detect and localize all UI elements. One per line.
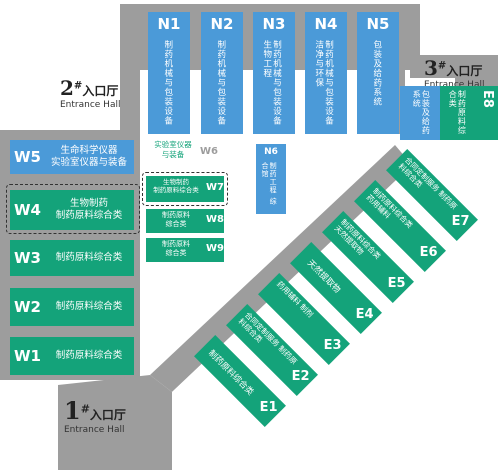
hall-w8[interactable]: 制药原料 综合类 W8	[146, 209, 224, 233]
hall-w3-label: 制药原料综合类	[55, 252, 123, 263]
hall-e8-label-2: 制药原料综合类	[448, 90, 467, 135]
hall-w1[interactable]: W1 制药原料综合类	[10, 337, 134, 375]
hall-w3[interactable]: W3 制药原料综合类	[10, 240, 134, 276]
hall-w5-label: 生命科学仪器 实验室仪器与装备	[50, 145, 127, 168]
hall-e6-code: E6	[419, 244, 438, 260]
hall-e5-code: E5	[387, 275, 406, 291]
hall-w6-code: W6	[200, 146, 218, 157]
entrance-1-number: 1	[64, 396, 81, 425]
hall-w7[interactable]: 生物制药 制药原料综合类 W7	[146, 176, 224, 202]
entrance-1-en: Entrance Hall	[64, 425, 125, 435]
hall-w4-outline	[6, 184, 140, 234]
hall-w6[interactable]: 实验室仪器 与装备 W6	[148, 140, 224, 168]
hall-e1-code: E1	[259, 399, 278, 415]
hall-n5[interactable]: N5 包装及给药系统	[357, 12, 399, 134]
hall-n4-code: N4	[314, 15, 338, 33]
entrance-1-cn: 入口厅	[89, 408, 126, 422]
hall-w4-label: 生物制药 制药原料综合类	[55, 198, 123, 221]
entrance-2-number: 2	[60, 76, 74, 100]
hall-w7-code: W7	[206, 182, 224, 193]
hall-e3-code: E3	[323, 337, 342, 353]
hall-n3-label: 制药机械与包装设备 生物工程	[261, 40, 282, 126]
hall-w2-code: W2	[14, 298, 41, 316]
hall-n1[interactable]: N1 制药机械与包装设备	[148, 12, 190, 134]
hall-w2-label: 制药原料综合类	[55, 301, 123, 312]
hall-w9-code: W9	[206, 243, 224, 254]
hall-n2[interactable]: N2 制药机械与包装设备	[201, 12, 243, 134]
hall-w1-label: 制药原料综合类	[55, 350, 123, 361]
entrance-1-block	[58, 375, 172, 470]
hall-n3[interactable]: N3 制药机械与包装设备 生物工程	[253, 12, 295, 134]
entrance-3-label: 3#入口厅 Entrance Hall	[424, 56, 500, 90]
hall-e7-code: E7	[451, 213, 470, 229]
hall-n2-code: N2	[210, 15, 234, 33]
hall-n5-code: N5	[366, 15, 390, 33]
hall-w4-code: W4	[14, 201, 41, 219]
hall-w7-outline	[142, 172, 228, 206]
entrance-2-label: 2#入口厅 Entrance Hall	[60, 76, 150, 110]
east-corridor	[150, 145, 412, 392]
entrance-3-number: 3	[424, 56, 438, 80]
hall-w7-label: 生物制药 制药原料综合类	[153, 178, 199, 195]
entrance-1-label: 1#入口厅 Entrance Hall	[64, 396, 164, 435]
hall-w9-label: 制药原料 综合类	[162, 240, 190, 258]
hall-n4-label: 制药机械与包装设备 洁净与环保	[313, 40, 334, 126]
hall-w1-code: W1	[14, 347, 41, 365]
hall-e2-code: E2	[291, 368, 310, 384]
hall-n2-label: 制药机械与包装设备	[215, 40, 226, 126]
hall-w8-label: 制药原料 综合类	[162, 211, 190, 229]
hall-n4[interactable]: N4 制药机械与包装设备 洁净与环保	[305, 12, 347, 134]
hall-w3-code: W3	[14, 249, 41, 267]
entrance-2-en: Entrance Hall	[60, 100, 121, 110]
hall-n6-code: N6	[264, 147, 278, 157]
hall-w6-label: 实验室仪器 与装备	[154, 140, 192, 159]
hall-n6-label: 制药工程 综合馆	[261, 162, 278, 206]
hall-w8-code: W8	[206, 214, 224, 225]
hall-e8-code: E8	[480, 90, 495, 108]
hall-n5-label: 包装及给药系统	[371, 40, 382, 107]
hall-e8-blue[interactable]: 包装及给药系统	[400, 86, 440, 140]
hall-w9[interactable]: 制药原料 综合类 W9	[146, 238, 224, 262]
hall-n1-label: 制药机械与包装设备	[162, 40, 173, 126]
hall-n3-code: N3	[262, 15, 286, 33]
hall-w2[interactable]: W2 制药原料综合类	[10, 288, 134, 326]
hall-e4-code: E4	[355, 306, 374, 322]
hall-w4[interactable]: W4 生物制药 制药原料综合类	[10, 190, 134, 230]
hall-e8-green[interactable]: E8 制药原料综合类	[440, 86, 498, 140]
hall-e8-label-1: 包装及给药系统	[412, 90, 431, 135]
entrance-3-en: Entrance Hall	[424, 80, 485, 90]
hall-w5[interactable]: W5 生命科学仪器 实验室仪器与装备	[10, 140, 134, 174]
entrance-2-cn: 入口厅	[82, 84, 119, 98]
hall-w5-code: W5	[14, 148, 41, 166]
hall-n1-code: N1	[157, 15, 181, 33]
hall-n6[interactable]: N6 制药工程 综合馆	[256, 144, 286, 214]
entrance-3-cn: 入口厅	[446, 64, 483, 78]
